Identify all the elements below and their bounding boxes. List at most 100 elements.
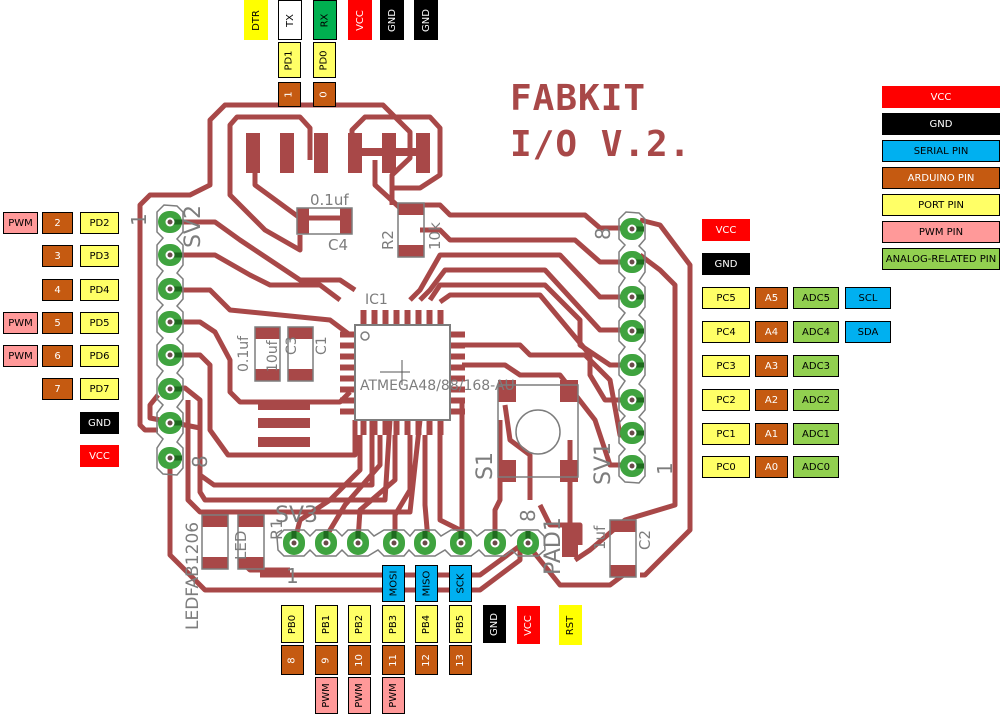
sv2-drill-center (167, 319, 173, 325)
top-signal-tx: TX (278, 0, 302, 40)
chip-pin-left (340, 397, 355, 404)
chip-pin-left (340, 408, 355, 415)
bottom-arduino-pin-11: 11 (382, 645, 405, 675)
chip-pin-right (450, 364, 465, 371)
right-port-pc4: PC4 (702, 321, 750, 343)
sv1-drill-center (629, 397, 635, 403)
bottom-gnd-text: GND (489, 612, 500, 636)
bottom-arduino-pin-10: 10 (348, 645, 371, 675)
sv1-drill-center (629, 294, 635, 300)
left-port-pd5-text: PD5 (89, 317, 110, 329)
sv2-drill-center (167, 352, 173, 358)
right-analog-adc0: ADC0 (793, 456, 839, 478)
right-arduino-pin-a0-text: A0 (764, 461, 779, 473)
top-signal-vcc-text: VCC (354, 9, 366, 31)
chip-pin-right (450, 397, 465, 404)
right-analog-adc5: ADC5 (793, 287, 839, 309)
bottom-serial-sck-text: SCK (454, 573, 466, 594)
chip-pin-left (340, 353, 355, 360)
left-port-pd7: PD7 (80, 378, 119, 400)
silk-ic1: IC1 (365, 292, 388, 308)
top-signal-rx: RX (313, 0, 337, 40)
chip-pin-bottom (393, 420, 400, 435)
bottom-pwm-10: PWM (348, 677, 371, 714)
silk-sv2-pin8: 8 (188, 455, 212, 468)
chip-pin-top (415, 310, 422, 325)
bottom-port-pb1: PB1 (315, 605, 338, 643)
chip-pin-bottom (437, 420, 444, 435)
right-port-pc5: PC5 (702, 287, 750, 309)
bottom-port-pb5-text: PB5 (454, 614, 466, 634)
bottom-port-pb2-text: PB2 (353, 614, 365, 634)
sv1-drill-center (629, 430, 635, 436)
chip-pin-left (340, 386, 355, 393)
legend-item-analog: ANALOG-RELATED PIN (882, 248, 1000, 270)
right-analog-adc0-text: ADC0 (802, 461, 830, 473)
sv1-drill-center (629, 463, 635, 469)
bottom-arduino-pin-12-text: 12 (420, 653, 432, 667)
right-port-pc0-text: PC0 (716, 461, 736, 473)
copper-traces (137, 102, 693, 593)
chip-pin-bottom (415, 420, 422, 435)
right-vcc: VCC (702, 219, 750, 241)
bottom-pwm-9-text: PWM (321, 683, 333, 708)
silk-led: LED (232, 531, 250, 560)
top-signal-dtr: DTR (244, 0, 268, 40)
left-arduino-pin-5-text: 5 (54, 317, 61, 329)
right-arduino-pin-a1-text: A1 (764, 428, 779, 440)
bottom-port-pb3: PB3 (382, 605, 405, 643)
chip-pin-right (450, 375, 465, 382)
top-signal-gnd: GND (414, 0, 438, 40)
legend-item-gnd: GND (882, 113, 1000, 135)
legend-item-serial-text: SERIAL PIN (913, 145, 969, 157)
chip-pin-top (393, 310, 400, 325)
right-port-pc3-text: PC3 (716, 360, 736, 372)
bottom-vcc: VCC (517, 606, 540, 644)
right-port-pc0: PC0 (702, 456, 750, 478)
silk-c3-value: 10uf (265, 339, 281, 372)
title-line-1: FABKIT (510, 78, 647, 119)
left-arduino-pin-3-text: 3 (54, 250, 61, 262)
sv1-drill-center (629, 226, 635, 232)
top-signal-gnd: GND (380, 0, 404, 40)
silk-c3: C3 (284, 336, 300, 355)
right-analog-adc2-text: ADC2 (802, 394, 830, 406)
bottom-gnd: GND (483, 605, 506, 643)
right-port-pc4-text: PC4 (716, 326, 736, 338)
left-port-pd2-text: PD2 (89, 217, 110, 229)
bottom-rst: RST (559, 605, 582, 645)
silk-sv3: SV3 (275, 503, 318, 528)
sv2-drill-center (167, 219, 173, 225)
right-analog-adc4-text: ADC4 (802, 326, 830, 338)
top-port-pd0-text: PD0 (319, 49, 330, 71)
sv3-drill-center (355, 540, 361, 546)
chip-pin-bottom (360, 420, 367, 435)
sv1-drill-center (629, 362, 635, 368)
right-arduino-pin-a2: A2 (755, 389, 788, 411)
chip-pin-left (340, 331, 355, 338)
sv3-drill-center (323, 540, 329, 546)
left-port-pd3-text: PD3 (89, 250, 110, 262)
chip-pin-top (426, 310, 433, 325)
right-arduino-pin-a3-text: A3 (764, 360, 779, 372)
right-vcc-text: VCC (715, 224, 737, 236)
right-arduino-pin-a2-text: A2 (764, 394, 779, 406)
title-line-2: I/O V.2. (510, 124, 692, 165)
left-pwm-6-text: PWM (8, 350, 33, 362)
bottom-pwm-11: PWM (382, 677, 405, 714)
left-arduino-pin-6-text: 6 (54, 350, 61, 362)
left-pwm-2-text: PWM (8, 217, 33, 229)
right-analog-adc5-text: ADC5 (802, 292, 830, 304)
sv2-drill-center (167, 386, 173, 392)
silk-sv2: SV2 (181, 205, 206, 248)
silk-c2: C2 (636, 530, 654, 550)
silk-r1: R1 (267, 519, 286, 540)
left-arduino-pin-5: 5 (42, 312, 73, 334)
right-analog-adc3: ADC3 (793, 355, 839, 377)
legend-item-gnd-text: GND (929, 118, 953, 130)
bottom-pwm-10-text: PWM (354, 683, 366, 708)
bottom-serial-mosi-text: MOSI (388, 570, 400, 597)
right-arduino-pin-a3: A3 (755, 355, 788, 377)
silk-ic-part: ATMEGA48/88/168-AU (360, 378, 515, 394)
